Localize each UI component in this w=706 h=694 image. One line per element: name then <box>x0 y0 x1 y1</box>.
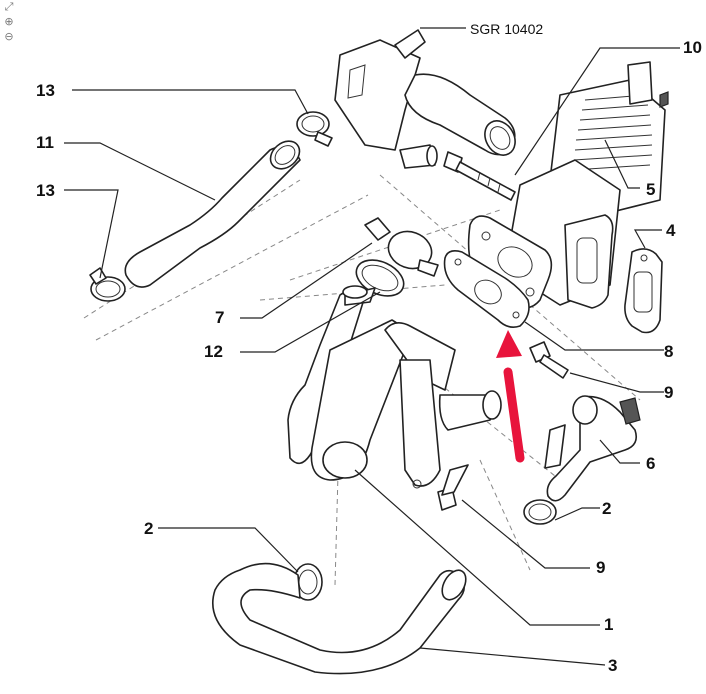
callout-13-top: 13 <box>36 81 55 100</box>
callout-2-right: 2 <box>602 499 611 518</box>
bolt-lower <box>437 464 469 511</box>
callout-4: 4 <box>666 221 676 240</box>
fit-page-icon[interactable]: ⤢ <box>4 0 14 13</box>
reference-code: SGR 10402 <box>470 21 543 37</box>
callout-7: 7 <box>215 308 224 327</box>
callout-5: 5 <box>646 180 655 199</box>
egr-gasket-8 <box>443 250 530 328</box>
callout-1: 1 <box>604 615 613 634</box>
callout-11: 11 <box>36 133 54 152</box>
egr-gasket-4 <box>624 248 663 334</box>
callout-labels: 13 11 13 10 5 4 7 12 8 9 6 2 2 9 1 3 <box>36 38 702 675</box>
egr-cooler <box>287 285 502 489</box>
egr-valve <box>467 61 669 309</box>
callout-2-left: 2 <box>144 519 153 538</box>
zoom-toolbar: ⤢ ⊕ ⊖ <box>2 0 18 45</box>
coolant-pipe <box>544 395 641 502</box>
thermostat-housing <box>334 29 516 169</box>
callout-9-lower: 9 <box>596 558 605 577</box>
callout-6: 6 <box>646 454 655 473</box>
long-bolt <box>443 151 516 201</box>
clamp-flange <box>364 217 439 277</box>
callout-13-left: 13 <box>36 181 55 200</box>
callout-12: 12 <box>204 342 223 361</box>
coolant-hose-upper <box>124 140 301 288</box>
callout-3: 3 <box>608 656 617 675</box>
hose-clamp-right <box>523 499 557 525</box>
hose-clamp-left <box>89 267 126 302</box>
coolant-hose-lower <box>211 562 467 675</box>
zoom-in-icon[interactable]: ⊕ <box>4 15 14 28</box>
callout-9-upper: 9 <box>664 383 673 402</box>
leader-lines <box>64 47 680 666</box>
red-direction-arrow <box>496 330 525 463</box>
hose-clamp-top <box>296 111 333 147</box>
callout-10: 10 <box>683 38 702 57</box>
bolt-upper <box>529 341 569 379</box>
zoom-out-icon[interactable]: ⊖ <box>4 30 14 43</box>
callout-8: 8 <box>664 342 673 361</box>
